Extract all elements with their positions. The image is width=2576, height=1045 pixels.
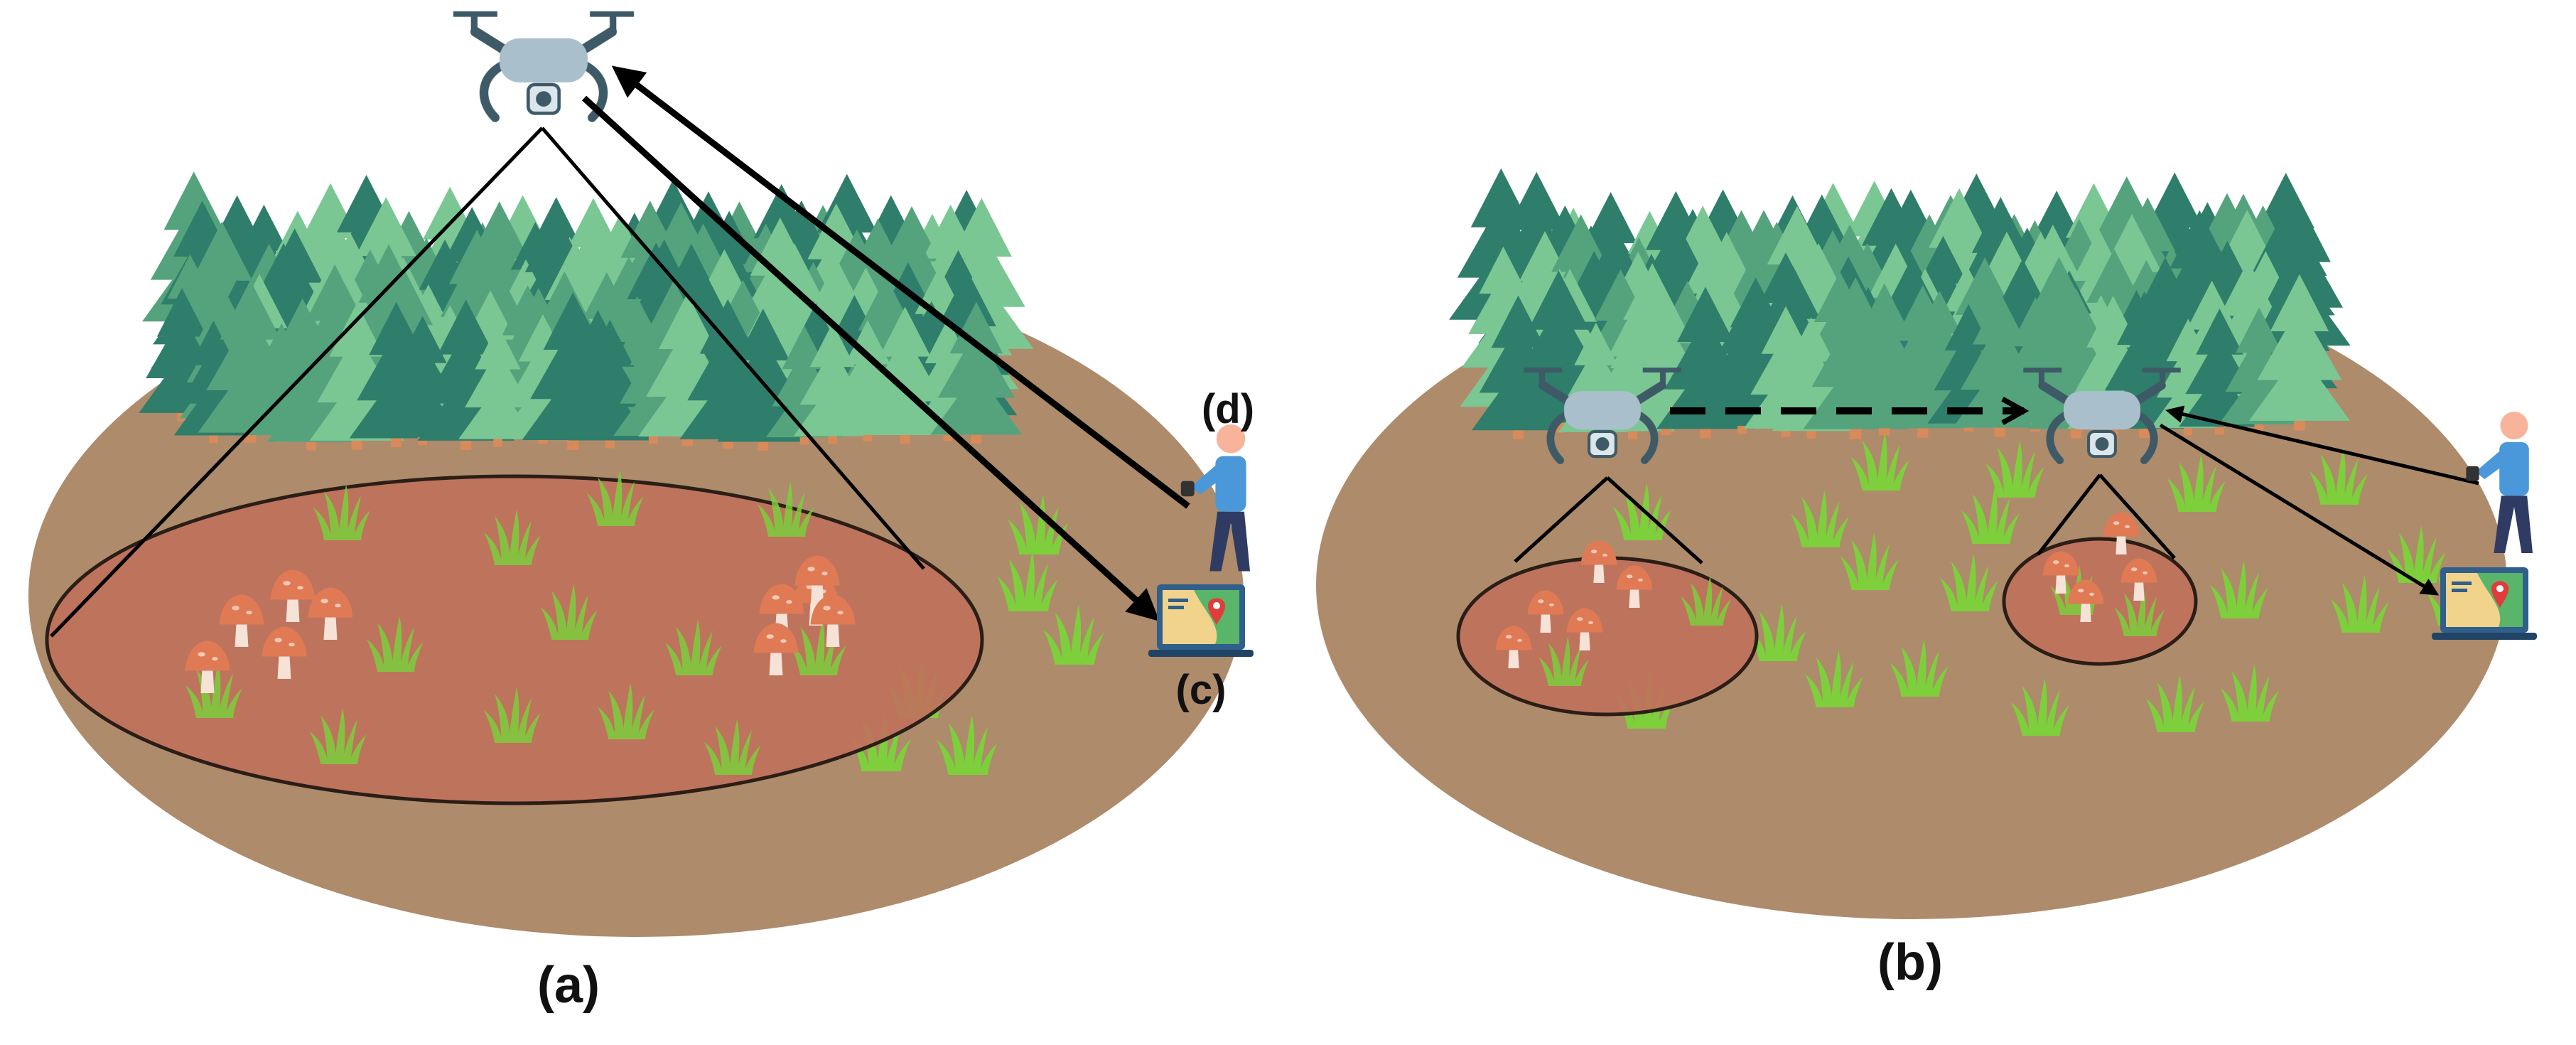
panel-a-caption: (a) xyxy=(537,957,600,1014)
panel-b-caption: (b) xyxy=(1877,934,1943,991)
panel-a-full-coverage-scene: (d) (c) (a) xyxy=(28,14,1254,1014)
drone-icon xyxy=(453,14,634,118)
camera-field-of-view-b xyxy=(1514,473,2176,564)
monitor-label: (c) xyxy=(1176,667,1227,713)
operator-label: (d) xyxy=(1202,386,1254,432)
laptop-map-icon xyxy=(1148,584,1254,657)
link-arrows-b xyxy=(2159,405,2479,596)
laptop-map-icon-b xyxy=(2432,567,2537,640)
link-arrows-a xyxy=(581,65,1190,622)
camera-field-of-view-a xyxy=(50,127,925,638)
panel-b-targeted-scene: (b) xyxy=(1316,168,2537,991)
infested-zone-a xyxy=(45,474,984,805)
